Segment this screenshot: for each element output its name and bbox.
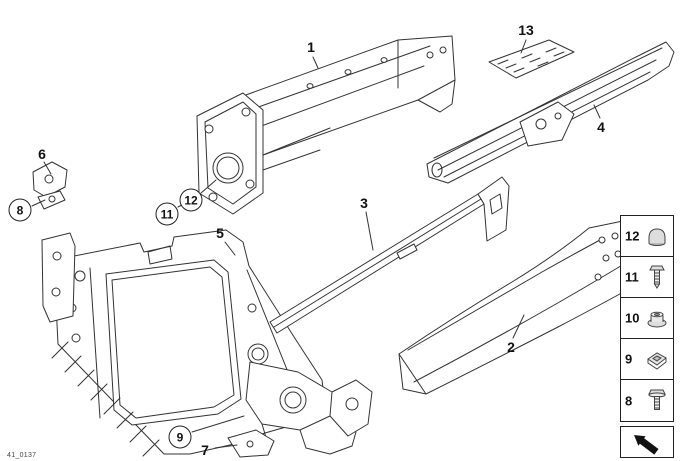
fastener-legend: 12 11 10 xyxy=(620,215,674,422)
legend-item-12[interactable]: 12 xyxy=(621,216,673,257)
lower-structure xyxy=(245,361,373,455)
legend-number: 12 xyxy=(625,228,640,244)
callout-7[interactable]: 7 xyxy=(201,442,209,458)
callout-11[interactable]: 11 xyxy=(155,202,179,226)
callout-9[interactable]: 9 xyxy=(168,425,192,449)
diagram-code: 41_0137 xyxy=(7,452,37,459)
callout-6[interactable]: 6 xyxy=(38,146,46,162)
callout-3[interactable]: 3 xyxy=(360,195,368,211)
legend-item-8[interactable]: 8 xyxy=(621,380,673,421)
legend-number: 8 xyxy=(625,393,633,408)
part-3-support-rail xyxy=(269,176,510,334)
part-2-wheelhouse xyxy=(398,220,630,395)
part-7-bracket xyxy=(227,429,275,458)
part-5-front-panel xyxy=(41,229,326,457)
legend-item-11[interactable]: 11 xyxy=(621,257,673,298)
callout-1[interactable]: 1 xyxy=(307,39,315,55)
legend-number: 9 xyxy=(625,351,633,367)
direction-indicator xyxy=(620,426,674,458)
part-4-side-member xyxy=(426,41,675,184)
callout-4[interactable]: 4 xyxy=(597,119,605,135)
callout-2[interactable]: 2 xyxy=(507,339,515,355)
direction-arrow-icon xyxy=(634,435,659,455)
callout-13[interactable]: 13 xyxy=(518,22,534,38)
callout-8[interactable]: 8 xyxy=(8,198,32,222)
legend-number: 10 xyxy=(625,310,640,326)
part-1-front-side-member xyxy=(196,35,456,215)
cage-clip-icon xyxy=(647,352,667,370)
legend-number: 11 xyxy=(625,269,639,285)
bolt-icon xyxy=(648,389,666,410)
callout-5[interactable]: 5 xyxy=(216,225,224,241)
flange-nut-icon xyxy=(647,311,667,328)
callout-12[interactable]: 12 xyxy=(179,188,203,212)
legend-item-10[interactable]: 10 xyxy=(621,298,673,339)
part-6-bracket xyxy=(32,161,68,210)
part-13-bracket xyxy=(488,39,575,79)
cap-nut-icon xyxy=(648,228,666,246)
screw-icon xyxy=(649,265,665,289)
legend-item-9[interactable]: 9 xyxy=(621,339,673,380)
